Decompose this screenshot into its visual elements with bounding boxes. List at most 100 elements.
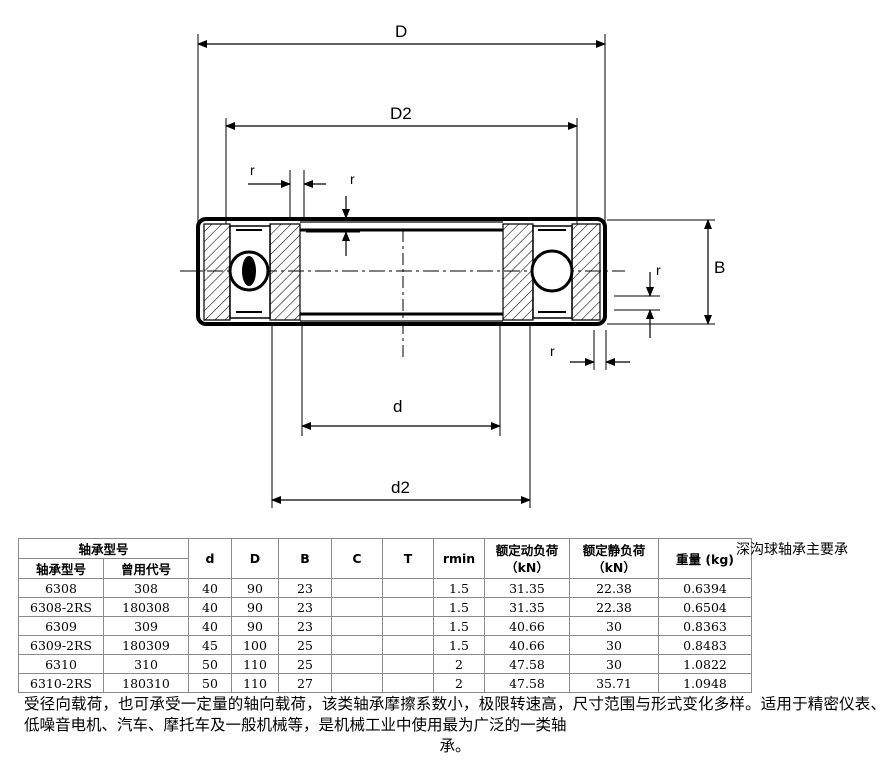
cell: 40: [188, 616, 232, 636]
label-D: D: [395, 22, 407, 41]
cell: 50: [188, 654, 232, 674]
cell: 110: [231, 673, 279, 693]
header-C: C: [331, 538, 383, 579]
cell: 40.66: [484, 635, 570, 655]
left-race-section: [203, 223, 301, 321]
label-r-top-left: r: [250, 162, 255, 178]
cell: [382, 673, 434, 693]
cell: 22.38: [569, 597, 659, 617]
cell: 6308-2RS: [18, 597, 104, 617]
cell: [382, 597, 434, 617]
cell: 0.6504: [658, 597, 752, 617]
bearing-body: [196, 217, 607, 326]
cell: 180309: [103, 635, 189, 655]
cell: [382, 616, 434, 636]
cell: 308: [103, 578, 189, 598]
cell: 90: [231, 616, 279, 636]
cell: 6308: [18, 578, 104, 598]
header-D: D: [231, 538, 279, 579]
cell: 180308: [103, 597, 189, 617]
cell: 40: [188, 578, 232, 598]
label-r-bottom: r: [550, 343, 555, 359]
cell: 1.5: [433, 635, 485, 655]
cell: 1.0948: [658, 673, 752, 693]
cell: 31.35: [484, 578, 570, 598]
header-static-load: 额定静负荷（kN）: [569, 538, 659, 579]
label-d2: d2: [391, 478, 410, 497]
cell: 100: [231, 635, 279, 655]
cell: 23: [278, 578, 332, 598]
cell: 40: [188, 597, 232, 617]
cell: 1.0822: [658, 654, 752, 674]
dimension-lines: [197, 40, 712, 504]
label-r-right: r: [656, 262, 661, 278]
cell: 2: [433, 673, 485, 693]
cell: 0.6394: [658, 578, 752, 598]
cell: [331, 635, 383, 655]
cell: 30: [569, 616, 659, 636]
cell: 35.71: [569, 673, 659, 693]
bearing-spec-table: 轴承型号 d D B C T rmin 额定动负荷（kN） 额定静负荷（kN） …: [18, 538, 752, 693]
cell: [331, 673, 383, 693]
cell: 6309: [18, 616, 104, 636]
cell: 30: [569, 654, 659, 674]
cell: [331, 654, 383, 674]
cell: 90: [231, 578, 279, 598]
bearing-cross-section-diagram: D D2 d d2 B r r r r: [180, 22, 725, 508]
side-title: 深沟球轴承主要承: [736, 542, 848, 558]
cell: 1.5: [433, 616, 485, 636]
cell: 27: [278, 673, 332, 693]
header-rmin: rmin: [433, 538, 485, 579]
header-dynamic-load: 额定动负荷（kN）: [484, 538, 570, 579]
cell: 45: [188, 635, 232, 655]
cell: 2: [433, 654, 485, 674]
cell: 1.5: [433, 597, 485, 617]
cell: [331, 616, 383, 636]
header-d: d: [188, 538, 232, 579]
cell: 310: [103, 654, 189, 674]
cell: 0.8363: [658, 616, 752, 636]
sub-header-old-code: 曾用代号: [103, 558, 189, 579]
cell: 6310-2RS: [18, 673, 104, 693]
cell: [382, 654, 434, 674]
cell: 47.58: [484, 654, 570, 674]
cell: 6309-2RS: [18, 635, 104, 655]
header-T: T: [382, 538, 434, 579]
cell: 1.5: [433, 578, 485, 598]
cell: 23: [278, 597, 332, 617]
cell: 25: [278, 654, 332, 674]
cell: 22.38: [569, 578, 659, 598]
cell: [331, 597, 383, 617]
cell: 6310: [18, 654, 104, 674]
cell: 180310: [103, 673, 189, 693]
cell: 25: [278, 635, 332, 655]
cell: [331, 578, 383, 598]
cell: 50: [188, 673, 232, 693]
cell: 31.35: [484, 597, 570, 617]
extension-lines: [197, 34, 715, 508]
cell: [382, 578, 434, 598]
header-weight: 重量 (kg): [658, 538, 752, 579]
cell: [382, 635, 434, 655]
cell: 110: [231, 654, 279, 674]
cell: 40.66: [484, 616, 570, 636]
description-line-2: 承。: [439, 737, 471, 755]
cell: 90: [231, 597, 279, 617]
label-D2: D2: [390, 104, 412, 123]
cell: 30: [569, 635, 659, 655]
group-header: 轴承型号: [18, 538, 189, 559]
header-B: B: [278, 538, 332, 579]
cell: 47.58: [484, 673, 570, 693]
label-d: d: [393, 397, 402, 416]
cell: 0.8483: [658, 635, 752, 655]
sub-header-model: 轴承型号: [18, 558, 104, 579]
description-paragraph: 受径向载荷，也可承受一定量的轴向载荷，该类轴承摩擦系数小，极限转速高，尺寸范围与…: [24, 694, 886, 757]
label-B: B: [714, 258, 725, 277]
right-race-section: [502, 223, 601, 321]
description-line-1: 受径向载荷，也可承受一定量的轴向载荷，该类轴承摩擦系数小，极限转速高，尺寸范围与…: [24, 695, 886, 734]
